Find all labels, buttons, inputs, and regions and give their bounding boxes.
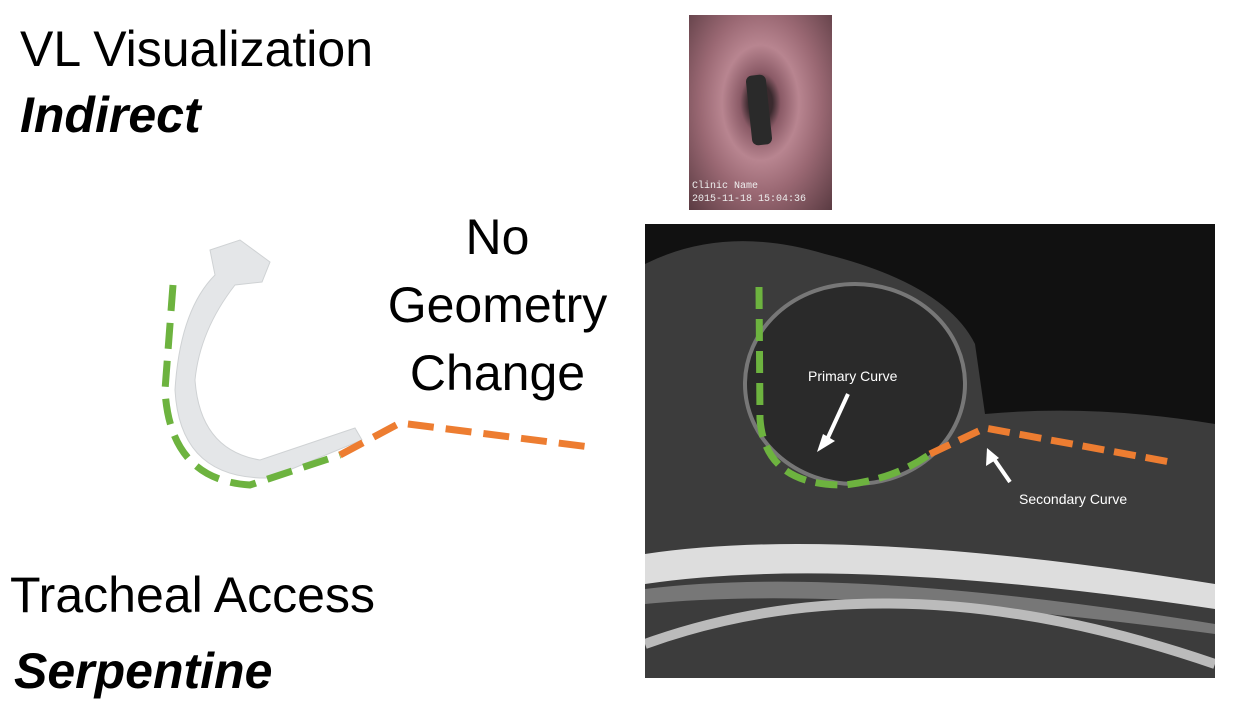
tracheal-access-heading: Tracheal Access [10,567,375,623]
blade-diagram [161,239,591,489]
orange-dashed-path [338,419,591,459]
mri-orange-dashed-path [928,424,1171,466]
scope-caption-2: 2015-11-18 15:04:36 [692,194,807,205]
tube-shape [745,74,773,146]
secondary-curve-label: Secondary Curve [1019,491,1128,507]
mri-sagittal-image: Primary Curve Secondary Curve [645,224,1215,678]
caption-line: Change [409,345,586,401]
caption-line: No [465,209,530,265]
scope-caption-1: Clinic Name [692,181,759,192]
vl-visualization-value: Indirect [20,87,201,143]
vl-visualization-heading: VL Visualization [20,21,374,77]
green-dashed-path [161,284,342,489]
tracheal-access-value: Serpentine [14,643,273,699]
laryngoscope-view-image: Clinic Name 2015-11-18 15:04:36 [689,15,832,210]
no-geometry-change-caption: No Geometry Change [355,203,640,407]
caption-line: Geometry [387,277,608,333]
mri-overlay [645,241,1215,678]
blade-shape [174,239,363,479]
primary-arrow [823,393,850,445]
primary-curve-label: Primary Curve [808,368,898,384]
